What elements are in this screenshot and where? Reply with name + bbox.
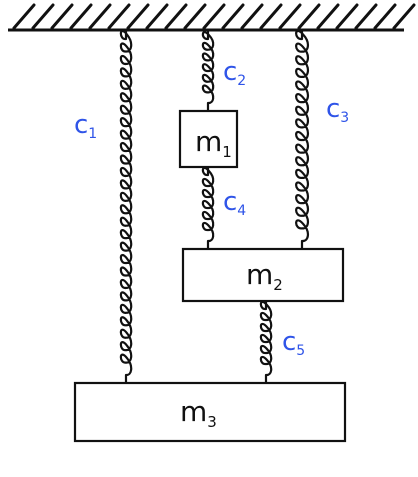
spring-c1: [119, 29, 133, 385]
hatch-stroke: [240, 3, 264, 30]
spring-c5-label: c5: [282, 327, 305, 359]
hatch-stroke: [69, 3, 93, 30]
spring-c1-coil: [119, 29, 133, 385]
ceiling: [8, 3, 416, 32]
hatch-stroke: [297, 3, 321, 30]
hatch-stroke: [392, 3, 416, 30]
hatch-stroke: [31, 3, 55, 30]
spring-c2: [201, 29, 215, 113]
hatch-stroke: [88, 3, 112, 30]
mass-m1: m1: [178, 109, 239, 169]
hatch-stroke: [373, 3, 397, 30]
hatch-stroke: [164, 3, 188, 30]
spring-c5: [259, 299, 273, 385]
ceiling-hatching: [12, 3, 416, 30]
hatch-stroke: [126, 3, 150, 30]
hatch-stroke: [335, 3, 359, 30]
hatch-stroke: [107, 3, 131, 30]
spring-c3-coil: [295, 29, 309, 251]
mass-m2-block: [181, 247, 345, 303]
hatch-stroke: [183, 3, 207, 30]
spring-c3-label: c3: [326, 94, 349, 126]
mass-m2-label: m2: [246, 258, 283, 294]
mass-m2: m2: [181, 247, 345, 303]
hatch-stroke: [278, 3, 302, 30]
hatch-stroke: [316, 3, 340, 30]
hatch-stroke: [145, 3, 169, 30]
spring-c1-label: c1: [74, 110, 97, 142]
spring-c2-label: c2: [223, 57, 246, 89]
hatch-stroke: [202, 3, 226, 30]
hatch-stroke: [221, 3, 245, 30]
spring-c4-coil: [201, 165, 215, 251]
mass-m1-block: [178, 109, 239, 169]
spring-c4-label: c4: [223, 187, 246, 219]
spring-c5-coil: [259, 299, 273, 385]
mass-m1-label: m1: [195, 125, 232, 161]
hatch-stroke: [259, 3, 283, 30]
hatch-stroke: [354, 3, 378, 30]
spring-c2-coil: [201, 29, 215, 113]
hatch-stroke: [50, 3, 74, 30]
hatch-stroke: [12, 3, 36, 30]
mass-m3: m3: [73, 381, 347, 443]
mass-m3-label: m3: [180, 395, 217, 431]
mass-m3-block: [73, 381, 347, 443]
spring-c3: [295, 29, 309, 251]
spring-c4: [201, 165, 215, 251]
